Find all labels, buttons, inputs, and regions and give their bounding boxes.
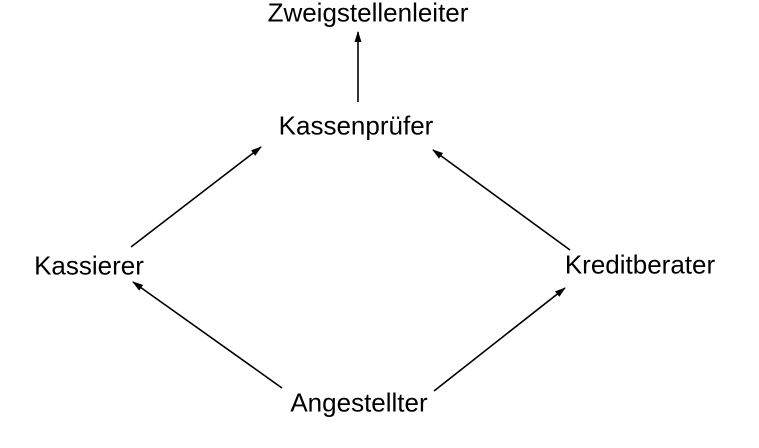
node-label-kreditberater: Kreditberater xyxy=(564,249,716,280)
arrow-kreditberater-to-kassenpruefer xyxy=(432,149,571,251)
arrow-kassierer-to-kassenpruefer xyxy=(130,146,262,248)
node-label-zweigstellenleiter: Zweigstellenleiter xyxy=(267,0,469,28)
node-label-angestellter: Angestellter xyxy=(290,387,428,418)
arrow-angestellter-to-kreditberater xyxy=(433,287,566,392)
node-label-kassenpruefer: Kassenprüfer xyxy=(278,110,434,141)
node-label-kassierer: Kassierer xyxy=(34,250,144,281)
arrow-angestellter-to-kassierer xyxy=(132,281,283,389)
